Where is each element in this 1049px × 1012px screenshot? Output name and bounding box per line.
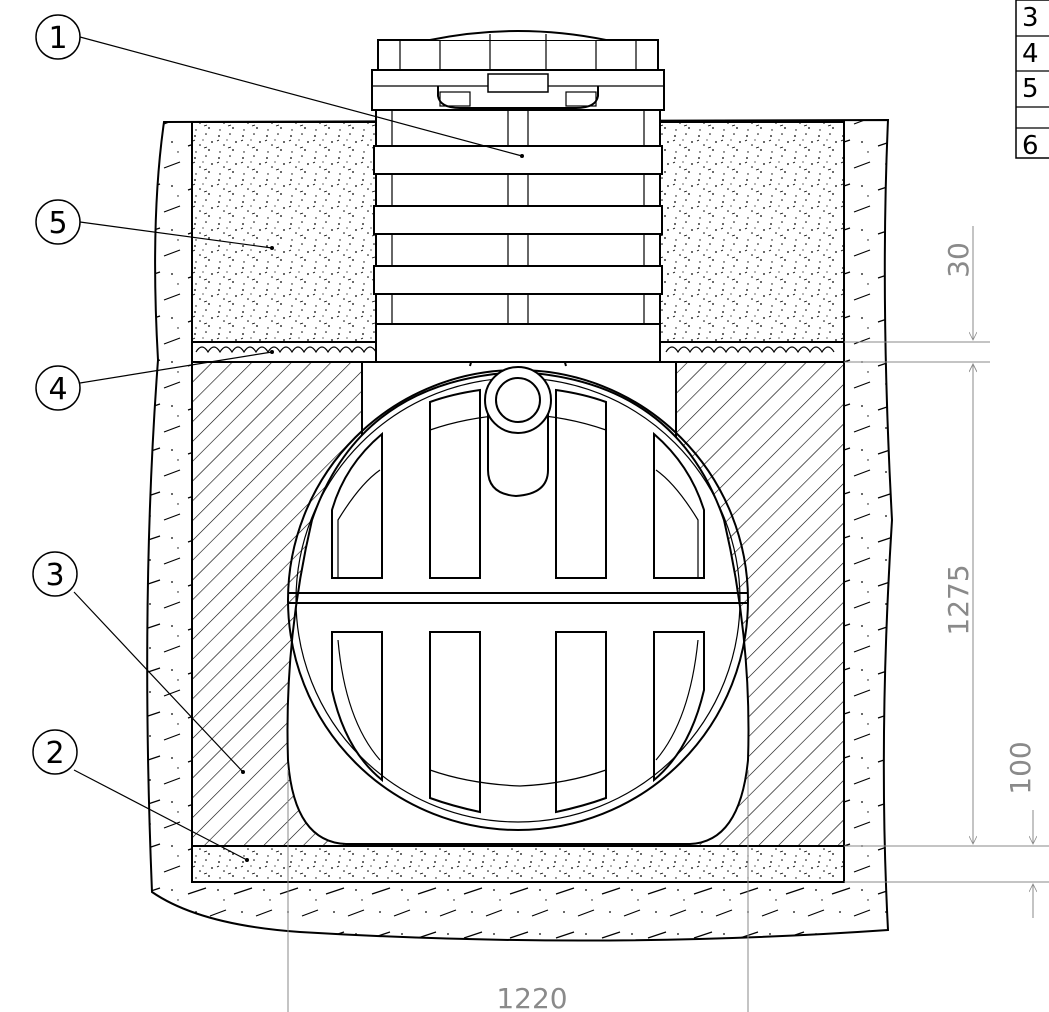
callout-4: 4 [35,365,81,411]
tank [286,330,750,845]
callout-2-label: 2 [45,736,64,771]
width-dimension-label: 1220 [496,982,567,1012]
parts-table-row-3: 5 [1022,74,1039,104]
riser [362,109,676,363]
dimensions: 1220 30 1275 100 [287,226,1049,1012]
parts-table: 3 4 5 6 [1015,0,1049,161]
callout-5-label: 5 [48,206,67,241]
base-bed-dimension-label: 100 [1004,741,1037,794]
lid [371,30,665,111]
callout-4-label: 4 [48,372,67,407]
geotextile-loops [195,346,835,354]
callout-1: 1 [35,14,81,60]
callout-2: 2 [32,729,78,775]
leader-lines [73,36,524,862]
callout-3-label: 3 [45,558,64,593]
callout-1-label: 1 [48,21,67,56]
parts-table-row-2: 4 [1022,39,1039,69]
callout-5: 5 [35,199,81,245]
sand-bed-layer [192,846,844,882]
parts-table-row-4: 6 [1022,131,1039,161]
parts-table-row-1: 3 [1022,3,1039,33]
tank-height-dimension-label: 1275 [942,564,975,635]
gap-dimension-label: 30 [942,242,975,278]
callouts: 1 5 4 3 2 [32,14,81,775]
callout-3: 3 [32,551,78,597]
